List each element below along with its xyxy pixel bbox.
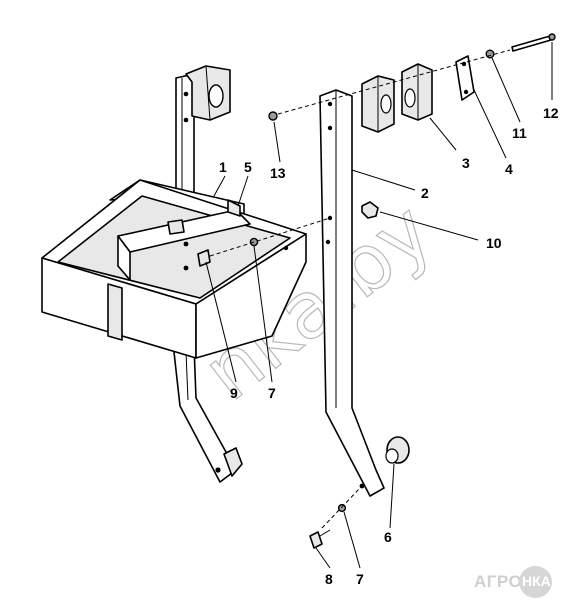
- brand-agro-text: АГРО: [474, 572, 523, 591]
- bolt-part-9: [197, 249, 211, 267]
- tray-box: [41, 179, 307, 359]
- nut-part-13: [268, 111, 278, 121]
- nut-part-10: [361, 201, 379, 219]
- callout-12: 12: [543, 105, 559, 121]
- roller-part-6: [385, 436, 410, 464]
- washer-part-7-upper: [249, 237, 259, 247]
- callout-13: 13: [270, 165, 286, 181]
- callout-1: 1: [219, 159, 227, 175]
- link-plate: [455, 55, 475, 101]
- callout-7-lower: 7: [356, 571, 364, 587]
- bolt-part-12: [511, 33, 556, 52]
- callout-8: 8: [325, 571, 333, 587]
- bolt-part-8: [309, 529, 331, 549]
- callout-3: 3: [462, 155, 470, 171]
- right-upright-bar: [319, 89, 385, 497]
- left-clamp-block: [185, 65, 231, 121]
- callout-7-upper: 7: [268, 385, 276, 401]
- callout-2: 2: [421, 185, 429, 201]
- callout-6: 6: [384, 529, 392, 545]
- callout-5: 5: [244, 159, 252, 175]
- callout-11: 11: [512, 125, 527, 141]
- callout-4: 4: [505, 161, 513, 177]
- brand-logo: АГРО НКА: [474, 566, 554, 598]
- leader-lines: [205, 42, 553, 569]
- washer-part-7-lower: [337, 503, 347, 513]
- brand-badge-icon: [519, 566, 552, 598]
- brand-nka-text: НКА: [522, 573, 551, 589]
- callout-10: 10: [486, 235, 502, 251]
- callout-9: 9: [230, 385, 238, 401]
